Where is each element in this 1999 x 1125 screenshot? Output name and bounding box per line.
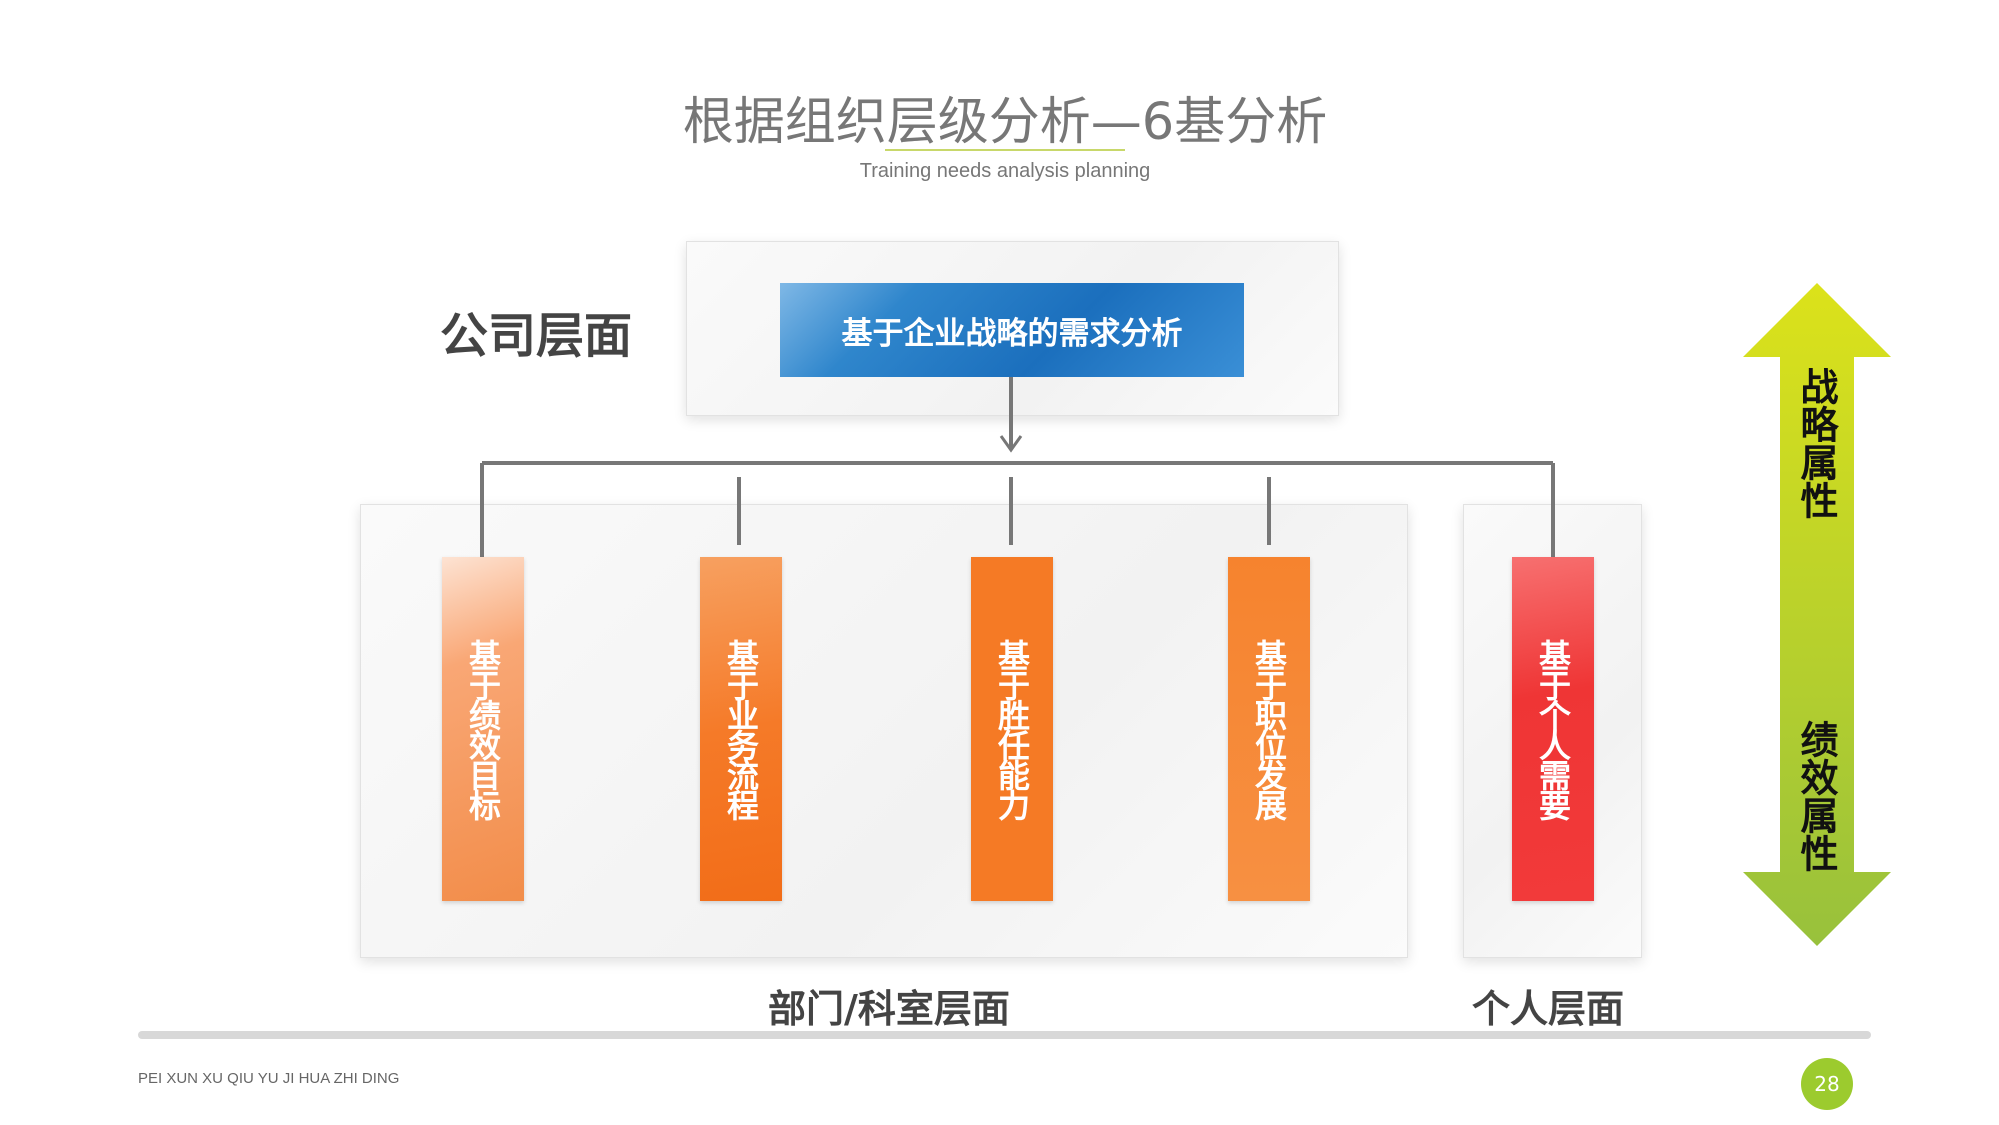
page-title: 根据组织层级分析—6基分析 [682,93,1328,152]
company-level-label: 公司层面 [440,308,633,364]
personal-item-needs: 基于个人需要 [1512,557,1594,901]
double-arrow-icon [1743,283,1891,946]
dept-item-competency: 基于胜任能力 [971,557,1053,901]
company-strategy-box: 基于企业战略的需求分析 [780,283,1244,377]
dept-item-process: 基于业务流程 [700,557,782,901]
footer-divider [138,1031,1871,1039]
dept-item-career: 基于职位发展 [1228,557,1310,901]
page-number: 28 [1801,1058,1853,1110]
personal-level-label: 个人层面 [1471,987,1624,1031]
strategy-attribute-label: 战略属性 [1794,366,1838,519]
department-level-label: 部门/科室层面 [768,987,1010,1031]
page-subtitle: Training needs analysis planning [859,160,1151,182]
performance-attribute-label: 绩效属性 [1794,719,1838,872]
title-underline [885,149,1125,151]
footer-text: PEI XUN XU QIU YU JI HUA ZHI DING [138,1070,400,1087]
dept-item-performance: 基于绩效目标 [442,557,524,901]
